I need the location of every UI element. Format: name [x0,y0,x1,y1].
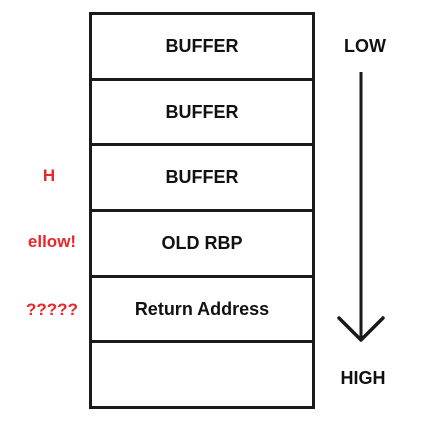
low-label: LOW [344,36,386,56]
high-label: HIGH [340,368,386,388]
stack-cell-old-rbp: OLD RBP [92,212,312,278]
stack-cell-buffer-3: BUFFER [92,146,312,213]
stack-cell-buffer-1: BUFFER [92,15,312,81]
annotation-question-marks: ????? [26,300,78,319]
stack-cell-buffer-2: BUFFER [92,81,312,147]
stack-diagram: BUFFER BUFFER BUFFER OLD RBP Return Addr… [89,12,315,409]
arrow-down-icon [337,72,385,342]
annotation-h: H [42,166,56,185]
stack-cell-empty [92,343,312,406]
stack-cell-return-address: Return Address [92,278,312,344]
annotation-ellow: ellow! [27,232,77,251]
